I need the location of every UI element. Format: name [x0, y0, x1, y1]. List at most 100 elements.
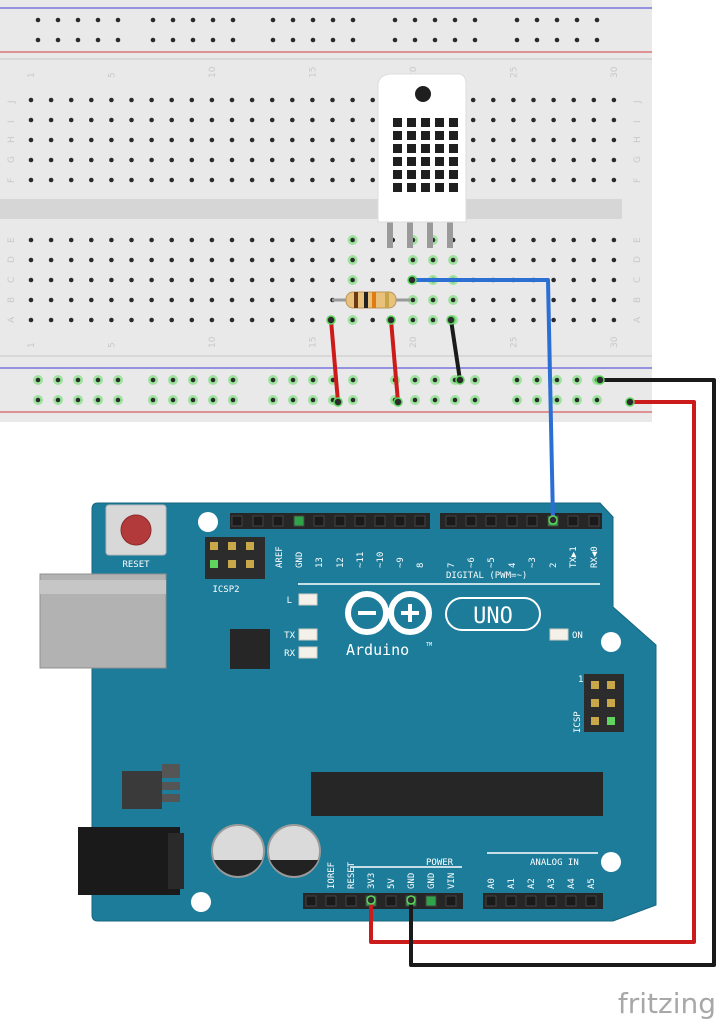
- breadboard-hole: [350, 97, 355, 103]
- breadboard-hole: [531, 137, 536, 143]
- breadboard-hole: [269, 237, 275, 243]
- breadboard-hole: [611, 297, 617, 303]
- breadboard-hole: [149, 257, 154, 263]
- breadboard-hole: [290, 37, 296, 43]
- wire-black-gnd: [409, 378, 716, 967]
- row-letter: C: [7, 277, 17, 283]
- breadboard-hole: [531, 177, 536, 183]
- logo-arduino: Arduino: [346, 641, 409, 659]
- breadboard-hole: [611, 277, 617, 283]
- breadboard-hole: [89, 117, 94, 123]
- icsp2-pin: [210, 560, 218, 568]
- row-letter: G: [7, 156, 17, 163]
- breadboard-hole: [28, 97, 34, 103]
- breadboard-hole: [491, 177, 496, 183]
- analog-pin: [565, 895, 577, 907]
- column-number-bottom: 25: [509, 337, 519, 348]
- breadboard-hole: [269, 97, 275, 103]
- breadboard-hole: [531, 157, 536, 163]
- icsp-pin: [591, 699, 599, 707]
- breadboard-hole: [571, 257, 576, 263]
- breadboard-hole: [514, 397, 520, 403]
- breadboard-hole: [410, 297, 416, 303]
- breadboard-hole: [169, 317, 174, 323]
- breadboard-hole: [350, 377, 356, 383]
- breadboard-hole: [310, 137, 315, 143]
- sensor-vent: [449, 170, 458, 179]
- breadboard-hole: [370, 177, 376, 183]
- breadboard-hole: [229, 277, 235, 283]
- breadboard-hole: [574, 377, 580, 383]
- icsp-pin: [591, 681, 599, 689]
- breadboard-hole: [129, 237, 134, 243]
- breadboard-hole: [209, 97, 215, 103]
- breadboard-hole: [68, 297, 74, 303]
- breadboard-hole: [169, 157, 174, 163]
- breadboard-hole: [75, 37, 81, 43]
- microcontroller: [311, 772, 603, 816]
- breadboard-hole: [470, 137, 476, 143]
- digital-pins: [231, 515, 600, 527]
- breadboard-hole: [611, 97, 617, 103]
- wire-endpoint: [548, 515, 558, 525]
- uno-badge: [445, 597, 541, 631]
- digital-pin: [272, 515, 284, 527]
- breadboard-hole: [611, 137, 617, 143]
- analog-pin-label: A5: [587, 878, 597, 889]
- logo-tm: TM: [426, 642, 432, 648]
- column-number-top: 25: [509, 67, 519, 78]
- band-black: [364, 292, 368, 308]
- power-jack: [78, 827, 180, 895]
- breadboard-hole: [470, 297, 476, 303]
- digital-pin: [485, 515, 497, 527]
- breadboard-hole: [55, 377, 61, 383]
- breadboard-hole: [290, 237, 295, 243]
- breadboard-hole: [230, 397, 236, 403]
- board-body: [91, 502, 657, 922]
- mounting-hole: [601, 852, 621, 872]
- breadboard-hole: [370, 137, 376, 143]
- breadboard-hole: [591, 297, 597, 303]
- breadboard-hole: [594, 17, 600, 23]
- breadboard-hole: [591, 117, 597, 123]
- breadboard-hole: [109, 317, 114, 323]
- column-number-bottom: 1: [27, 342, 37, 348]
- breadboard-hole: [432, 17, 438, 23]
- breadboard-hole: [35, 37, 41, 43]
- breadboard-hole: [48, 97, 54, 103]
- breadboard-hole: [95, 377, 101, 383]
- breadboard-hole: [129, 137, 134, 143]
- breadboard-hole: [472, 377, 478, 383]
- wire-blue-data-to-pin2: [410, 278, 555, 522]
- breadboard-hole: [594, 397, 600, 403]
- breadboard-hole: [169, 257, 174, 263]
- power-pin: [445, 895, 457, 907]
- analog-pin-label: A1: [507, 878, 517, 889]
- power-pin-label: IOREF: [327, 862, 337, 889]
- digital-pin-label: 4: [508, 563, 518, 568]
- column-number-top: 10: [208, 66, 218, 78]
- reset-button[interactable]: [120, 514, 152, 546]
- sensor-vent: [435, 183, 444, 192]
- digital-pin-label: ~3: [528, 557, 538, 568]
- row-letter: J: [7, 100, 17, 104]
- sensor-vent: [393, 183, 402, 192]
- breadboard-hole: [189, 317, 195, 323]
- icsp2-pin: [246, 560, 254, 568]
- breadboard-hole: [169, 137, 174, 143]
- breadboard-hole: [229, 257, 235, 263]
- breadboard-hole: [129, 277, 134, 283]
- breadboard-hole: [511, 297, 516, 303]
- breadboard-hole: [68, 97, 74, 103]
- breadboard-hole: [109, 277, 114, 283]
- fritzing-watermark: fritzing: [618, 987, 716, 1020]
- breadboard-hole: [229, 97, 235, 103]
- sensor-vent: [435, 144, 444, 153]
- breadboard-hole: [48, 177, 54, 183]
- column-number-top: 30: [610, 66, 620, 78]
- digital-pin: [567, 515, 579, 527]
- logo-uno: UNO: [473, 604, 513, 629]
- icsp2-pin: [246, 542, 254, 550]
- breadboard-hole: [48, 297, 54, 303]
